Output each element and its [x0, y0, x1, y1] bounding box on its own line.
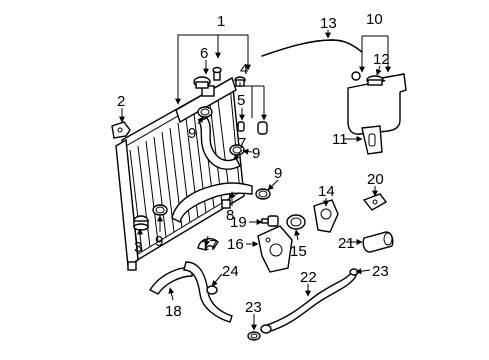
callout-1: 1	[217, 13, 225, 30]
callout-9a: 9	[188, 125, 196, 142]
water-inlet	[362, 231, 394, 253]
drain-plug	[237, 121, 268, 135]
temp-sensor	[261, 215, 279, 227]
reservoir-bracket	[361, 125, 383, 155]
drain-plug-top	[212, 66, 222, 81]
callout-15: 15	[290, 243, 307, 260]
callout-23a: 23	[372, 263, 389, 280]
callout-9d: 9	[155, 233, 163, 250]
callout-9c: 9	[274, 165, 282, 182]
callout-4: 4	[240, 61, 248, 78]
callout-5: 5	[237, 92, 245, 109]
callout-24: 24	[222, 263, 239, 280]
upper-radiator-hose	[197, 117, 241, 170]
thermostat-housing-cover	[313, 199, 339, 233]
thermostat	[286, 214, 306, 230]
radiator-cap	[193, 76, 211, 89]
water-outlet	[257, 225, 293, 273]
callout-2: 2	[117, 93, 125, 110]
callout-11: 11	[332, 131, 348, 148]
callout-22: 22	[300, 269, 317, 286]
callout-18: 18	[165, 303, 182, 320]
callout-17: 17	[201, 237, 218, 254]
callout-20: 20	[367, 171, 384, 188]
hose-clamp-d	[255, 188, 271, 200]
callout-13: 13	[320, 15, 337, 32]
callout-9b: 9	[252, 145, 260, 162]
callout-16: 16	[227, 236, 244, 253]
coolant-reservoir	[347, 71, 407, 135]
lower-mount-bushing	[133, 215, 149, 231]
callout-14: 14	[318, 183, 335, 200]
callout-19: 19	[230, 214, 247, 231]
callout-labels: 1 2 3 4 5 6 7 8 9 9 9 9 10 11 12 13 14 1…	[117, 11, 390, 320]
callout-3: 3	[134, 239, 142, 256]
heater-hose-18	[148, 267, 193, 295]
o-ring	[247, 331, 261, 341]
callout-12: 12	[373, 51, 390, 68]
callout-8: 8	[226, 207, 234, 224]
overflow-hose	[261, 39, 363, 57]
hose-clamp-c	[152, 204, 168, 216]
callout-10: 10	[366, 11, 383, 28]
bleeder-fitting	[362, 193, 388, 211]
upper-bracket	[111, 121, 131, 139]
hose-clamp-a	[197, 106, 213, 118]
water-pipe-22	[260, 268, 359, 334]
leader-lines	[119, 30, 391, 331]
callout-21: 21	[338, 235, 355, 252]
callout-6: 6	[200, 45, 208, 62]
callout-7: 7	[238, 135, 246, 152]
callout-23b: 23	[245, 299, 262, 316]
